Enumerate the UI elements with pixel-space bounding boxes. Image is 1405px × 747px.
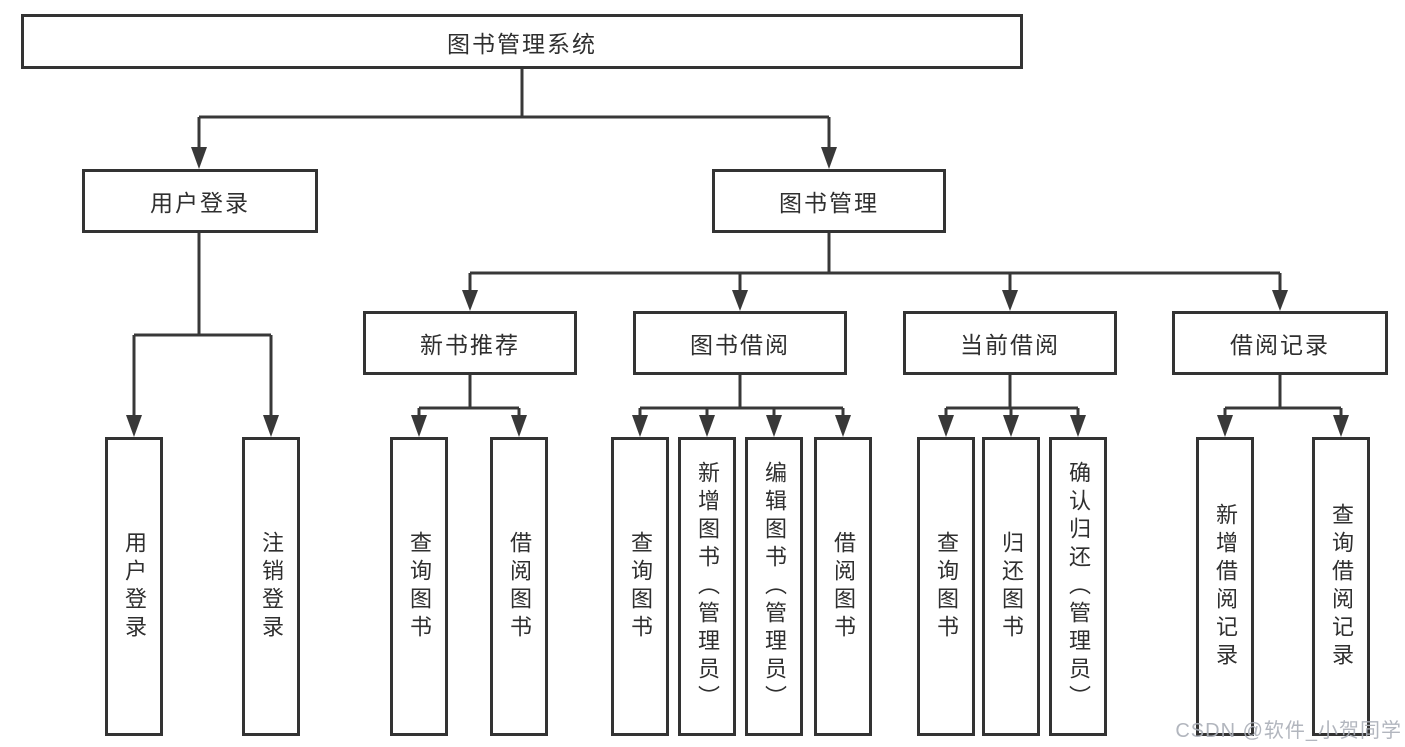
arrowheads (126, 147, 1349, 437)
node-book-borrow: 图书借阅 (633, 311, 847, 375)
csdn-watermark: CSDN @软件_小贺同学 (1175, 720, 1402, 742)
leaf-user-login: 用户登录 (105, 437, 163, 736)
node-new-book-recommend: 新书推荐 (363, 311, 577, 375)
leaf-add-borrow-record: 新增借阅记录 (1196, 437, 1254, 736)
leaf-borrow-books-recommend: 借阅图书 (490, 437, 548, 736)
leaf-edit-books-admin: 编辑图书（管理员） (745, 437, 803, 736)
leaf-borrow-books: 借阅图书 (814, 437, 872, 736)
node-borrow-records: 借阅记录 (1172, 311, 1388, 375)
node-root-system: 图书管理系统 (21, 14, 1023, 69)
node-book-management: 图书管理 (712, 169, 946, 233)
node-current-borrow: 当前借阅 (903, 311, 1117, 375)
leaf-confirm-return-admin: 确认归还（管理员） (1049, 437, 1107, 736)
leaf-query-books-current: 查询图书 (917, 437, 975, 736)
leaf-add-books-admin: 新增图书（管理员） (678, 437, 736, 736)
leaf-return-books: 归还图书 (982, 437, 1040, 736)
leaf-query-books-recommend: 查询图书 (390, 437, 448, 736)
node-user-login: 用户登录 (82, 169, 318, 233)
leaf-query-books-borrow: 查询图书 (611, 437, 669, 736)
leaf-logout: 注销登录 (242, 437, 300, 736)
leaf-query-borrow-record: 查询借阅记录 (1312, 437, 1370, 736)
